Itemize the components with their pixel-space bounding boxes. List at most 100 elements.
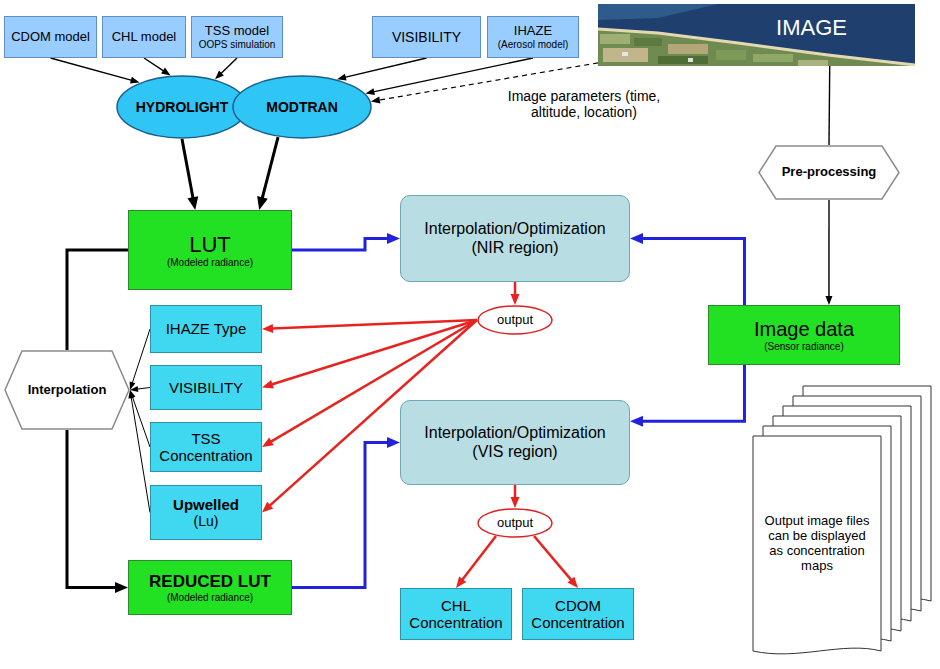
node-label: output xyxy=(487,313,543,328)
arrow-head xyxy=(630,233,643,244)
annotation-text: Image parameters (time, altitude, locati… xyxy=(496,88,672,120)
arrow-head xyxy=(115,582,128,593)
arrow-head xyxy=(215,71,224,80)
arrow-head xyxy=(130,77,140,84)
arrow-head xyxy=(257,196,268,210)
connector-line xyxy=(272,320,477,385)
data-box: Image data(Sensor radiance) xyxy=(708,305,900,365)
arrow-head xyxy=(187,196,198,210)
arrow-head xyxy=(262,502,273,513)
process-box: Interpolation/Optimization(NIR region) xyxy=(400,195,630,282)
connector-line xyxy=(514,485,517,498)
node-label: IMAGE xyxy=(708,15,915,40)
connector xyxy=(630,233,744,305)
connector-line xyxy=(131,397,150,513)
model-box: TSS modelOOPS simulation xyxy=(191,16,283,58)
connector-line xyxy=(292,239,388,251)
connector-line xyxy=(182,139,193,198)
annotation: Image parameters (time, altitude, locati… xyxy=(496,88,672,120)
connector xyxy=(292,437,400,588)
connector xyxy=(337,58,427,81)
process-hexagon: Interpolation xyxy=(4,350,130,430)
connector xyxy=(511,485,520,508)
arrow-head xyxy=(387,233,400,244)
connector xyxy=(257,137,278,210)
process-hexagon: Pre-processing xyxy=(758,145,900,200)
connector-line xyxy=(642,239,744,306)
node-sublabel: OOPS simulation xyxy=(195,39,279,51)
model-box: IHAZE(Aerosol model) xyxy=(487,16,579,58)
connector-line xyxy=(534,536,572,580)
connector-line xyxy=(262,137,278,198)
result-box: Upwelled(Lu) xyxy=(150,485,262,540)
arrow-head xyxy=(825,296,832,305)
connector xyxy=(67,430,128,593)
node-label: Interpolation xyxy=(22,383,112,398)
node-sublabel: (Modeled radiance) xyxy=(135,257,285,269)
connector xyxy=(825,200,832,305)
node-label: Image data xyxy=(715,318,893,341)
connector-line xyxy=(373,58,533,92)
connector-line xyxy=(221,58,237,74)
result-box: CHL Concentration xyxy=(400,588,512,640)
node-label: REDUCED LUT xyxy=(135,572,285,592)
node-label: Interpolation/Optimization xyxy=(409,424,621,442)
arrow-head xyxy=(371,96,380,103)
arrow-head xyxy=(262,324,273,333)
node-label: LUT xyxy=(135,232,285,257)
connector xyxy=(67,250,128,350)
connector xyxy=(144,58,171,75)
model-box: CHL model xyxy=(102,16,186,58)
connector-line xyxy=(137,388,150,390)
model-box: VISIBILITY xyxy=(372,16,481,58)
data-box: LUT(Modeled radiance) xyxy=(128,210,292,290)
process-box: Interpolation/Optimization(VIS region) xyxy=(400,400,630,485)
node-label: IHAZE xyxy=(491,24,575,39)
image-panel: IMAGE xyxy=(598,4,915,66)
data-box: REDUCED LUT(Modeled radiance) xyxy=(128,560,292,615)
connector-line xyxy=(514,282,517,295)
arrow-head xyxy=(130,386,138,392)
arrow-head xyxy=(262,438,274,447)
connector-line xyxy=(642,365,744,421)
arrow-head xyxy=(511,497,520,508)
node-sublabel: (Lu) xyxy=(155,513,257,529)
document-stack: Output image files can be displayed as c… xyxy=(752,385,932,658)
arrow-head xyxy=(511,294,520,305)
process-ellipse: HYDROLIGHT xyxy=(116,75,248,139)
connector xyxy=(262,320,477,388)
node-sublabel: (Modeled radiance) xyxy=(135,592,285,604)
node-label: CHL model xyxy=(106,30,182,45)
connector xyxy=(128,390,150,513)
connector-line xyxy=(51,58,132,80)
connector-line xyxy=(272,320,477,329)
node-label: HYDROLIGHT xyxy=(132,99,232,115)
result-box: IHAZE Type xyxy=(150,305,262,353)
node-label: CDOM model xyxy=(8,30,93,45)
output-ellipse: output xyxy=(477,508,553,538)
node-sublabel: (Aerosol model) xyxy=(491,39,575,51)
arrow-head xyxy=(365,88,375,95)
output-ellipse: output xyxy=(477,305,553,335)
node-label: Output image files can be displayed as c… xyxy=(760,514,874,574)
node-sublabel: (Sensor radiance) xyxy=(715,341,893,353)
node-label: VISIBILITY xyxy=(155,379,257,396)
connector-line xyxy=(67,250,128,350)
node-label: TSS Concentration xyxy=(155,430,257,465)
node-label: Pre-processing xyxy=(776,165,882,180)
arrow-head xyxy=(387,437,400,448)
node-label: CHL Concentration xyxy=(405,597,507,632)
result-box: TSS Concentration xyxy=(150,422,262,472)
connector xyxy=(182,139,198,210)
model-box: CDOM model xyxy=(4,16,97,58)
node-label: CDOM Concentration xyxy=(527,597,629,632)
connector-line xyxy=(462,536,496,580)
arrow-head xyxy=(337,74,347,81)
connector xyxy=(292,233,400,250)
satellite-image xyxy=(598,4,915,66)
connector xyxy=(130,390,150,447)
connector xyxy=(456,536,496,588)
node-label: TSS model xyxy=(195,24,279,39)
connector xyxy=(829,66,831,145)
node-label: output xyxy=(487,516,543,531)
